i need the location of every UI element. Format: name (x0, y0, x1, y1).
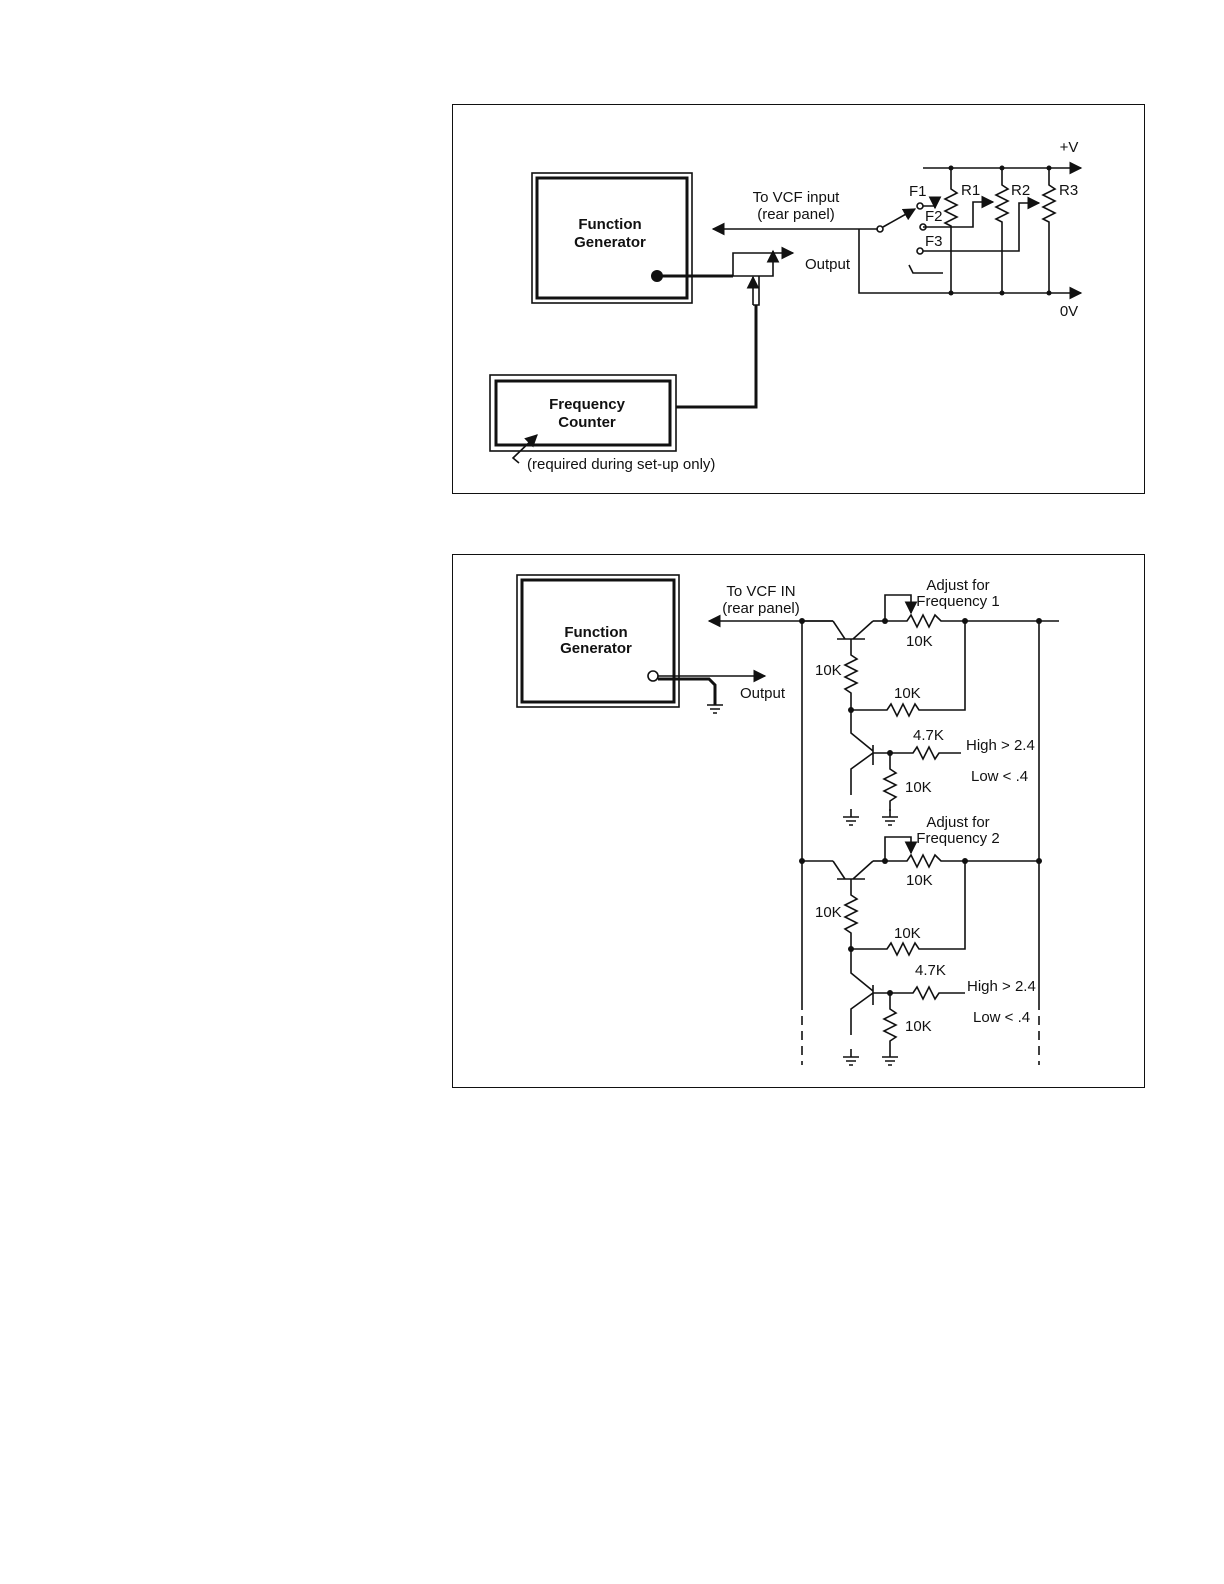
stage-2-adjust-label-line2: Frequency 2 (916, 830, 999, 847)
function-generator-label-line2: Generator (560, 640, 632, 657)
stage-2-emitter-resistor-value: 10K (815, 904, 842, 921)
frequency-counter-label-line1: Frequency (549, 396, 626, 413)
output-label: Output (740, 685, 786, 702)
function-generator-label-line1: Function (578, 216, 641, 233)
stage-2-high-threshold: High > 2.4 (967, 978, 1036, 995)
function-generator-label-line2: Generator (574, 234, 646, 251)
resistor-label-r3: R3 (1059, 182, 1078, 199)
to-vcf-in-label-line1: To VCF IN (726, 583, 795, 600)
resistor-label-r1: R1 (961, 182, 980, 199)
stage-1-high-threshold: High > 2.4 (966, 737, 1035, 754)
counter-wire (676, 305, 758, 409)
switch-terminal-f3 (916, 247, 924, 255)
figure-2-svg: Function Generator Output To VCF IN (rea… (516, 574, 1059, 1066)
output-arrow (732, 246, 795, 276)
stage-1-pulldown-resistor-value: 10K (905, 779, 932, 796)
frequency-counter-label-line2: Counter (558, 414, 616, 431)
splitter-up-arrow (733, 249, 780, 277)
switch-label-f2: F2 (925, 208, 943, 225)
resistor-label-r2: R2 (1011, 182, 1030, 199)
switch-common-to-ground (858, 229, 1053, 294)
splitter-link (753, 276, 760, 306)
stage-1-adjust-label-line2: Frequency 1 (916, 593, 999, 610)
figure-1-svg: Function Generator Output Frequency Coun… (489, 139, 1083, 473)
potentiometer-r3 (923, 165, 1057, 296)
potentiometer-r2 (923, 165, 1010, 296)
to-vcf-input-label-line1: To VCF input (753, 189, 841, 206)
generator-output-jack (647, 670, 659, 682)
switch-label-f3: F3 (925, 233, 943, 250)
stage-2-pot-value: 10K (906, 872, 933, 889)
figure-2-circuit-diagram: Function Generator Output To VCF IN (rea… (452, 554, 1145, 1088)
stage-1-base-resistor-value: 4.7K (913, 727, 944, 744)
switch-terminal-off (908, 264, 943, 274)
switch-terminal-f1 (916, 202, 924, 210)
stage-2-pulldown-resistor-value: 10K (905, 1018, 932, 1035)
switch-blade (882, 208, 917, 228)
output-ground-icon (706, 696, 724, 714)
output-coax (658, 677, 717, 705)
stage-1-low-threshold: Low < .4 (971, 768, 1028, 785)
potentiometer-r1 (923, 165, 959, 296)
to-vcf-input-label-line2: (rear panel) (757, 206, 835, 223)
note-pointer (511, 434, 538, 464)
stage-1-circuit (832, 594, 1039, 826)
figure-1-setup-diagram: Function Generator Output Frequency Coun… (452, 104, 1145, 494)
zero-v-label: 0V (1060, 303, 1078, 320)
switch-common-terminal (876, 225, 884, 233)
to-vcf-in-label-line2: (rear panel) (722, 600, 800, 617)
stage-1-mid-resistor-value: 10K (894, 685, 921, 702)
setup-note: (required during set-up only) (527, 456, 715, 473)
function-generator-box (531, 172, 693, 304)
stage-2-adjust-label-line1: Adjust for (926, 814, 989, 831)
switch-label-f1: F1 (909, 183, 927, 200)
stage-2-circuit (802, 836, 1039, 1066)
frequency-counter-box (489, 374, 677, 452)
output-label: Output (805, 256, 851, 273)
stage-2-base-resistor-value: 4.7K (915, 962, 946, 979)
stage-2-mid-resistor-value: 10K (894, 925, 921, 942)
stage-1-emitter-resistor-value: 10K (815, 662, 842, 679)
function-generator-box (516, 574, 680, 708)
function-generator-label-line1: Function (564, 624, 627, 641)
stage-1-pot-value: 10K (906, 633, 933, 650)
stage-2-low-threshold: Low < .4 (973, 1009, 1030, 1026)
plus-v-label: +V (1060, 139, 1079, 156)
stage-1-adjust-label-line1: Adjust for (926, 577, 989, 594)
